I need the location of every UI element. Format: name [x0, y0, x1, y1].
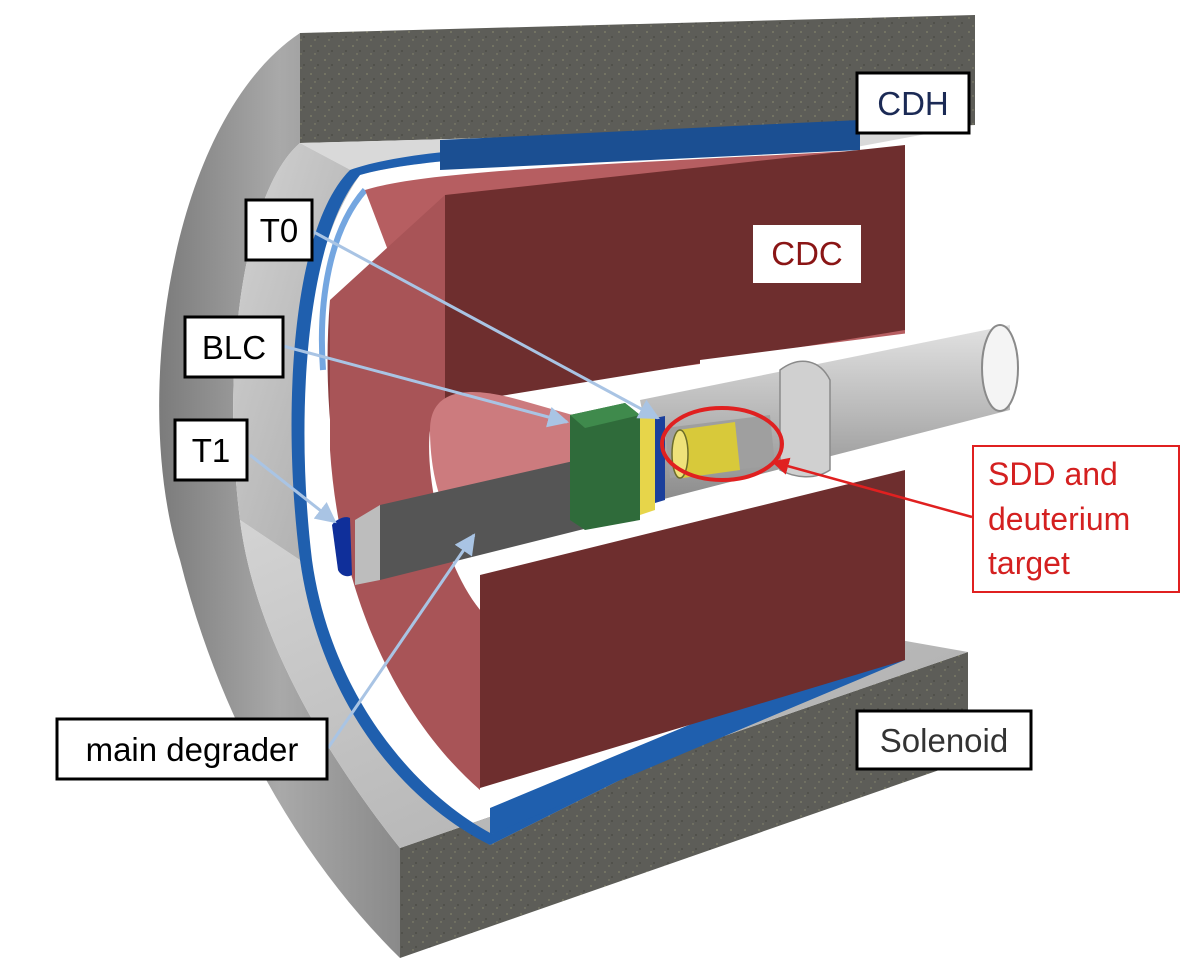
label-main-degrader: main degrader [55, 717, 329, 781]
label-solenoid: Solenoid [855, 709, 1033, 771]
label-sdd-target: SDD and deuterium target [972, 445, 1180, 593]
label-main-degrader-text: main degrader [86, 731, 299, 768]
label-blc: BLC [183, 315, 285, 379]
label-t1-text: T1 [192, 432, 231, 469]
label-t0-text: T0 [260, 212, 299, 249]
label-solenoid-text: Solenoid [880, 722, 1008, 759]
label-cdh-text: CDH [877, 85, 949, 122]
label-cdh: CDH [855, 71, 971, 135]
label-sdd-line2: deuterium [988, 501, 1130, 537]
t1-counter [332, 517, 352, 577]
main-degrader [355, 455, 600, 585]
label-cdc-text: CDC [771, 235, 843, 272]
sdd-target [660, 406, 784, 482]
label-sdd-line3: target [988, 545, 1070, 581]
label-cdc: CDC [753, 225, 861, 283]
label-blc-text: BLC [202, 329, 266, 366]
cdc-chamber [327, 145, 1010, 790]
label-t0: T0 [244, 198, 314, 262]
blc-block [570, 403, 640, 530]
label-t1: T1 [173, 418, 249, 482]
arrows [249, 228, 973, 749]
label-sdd-line1: SDD and [988, 456, 1118, 492]
t0-counter [640, 414, 665, 515]
